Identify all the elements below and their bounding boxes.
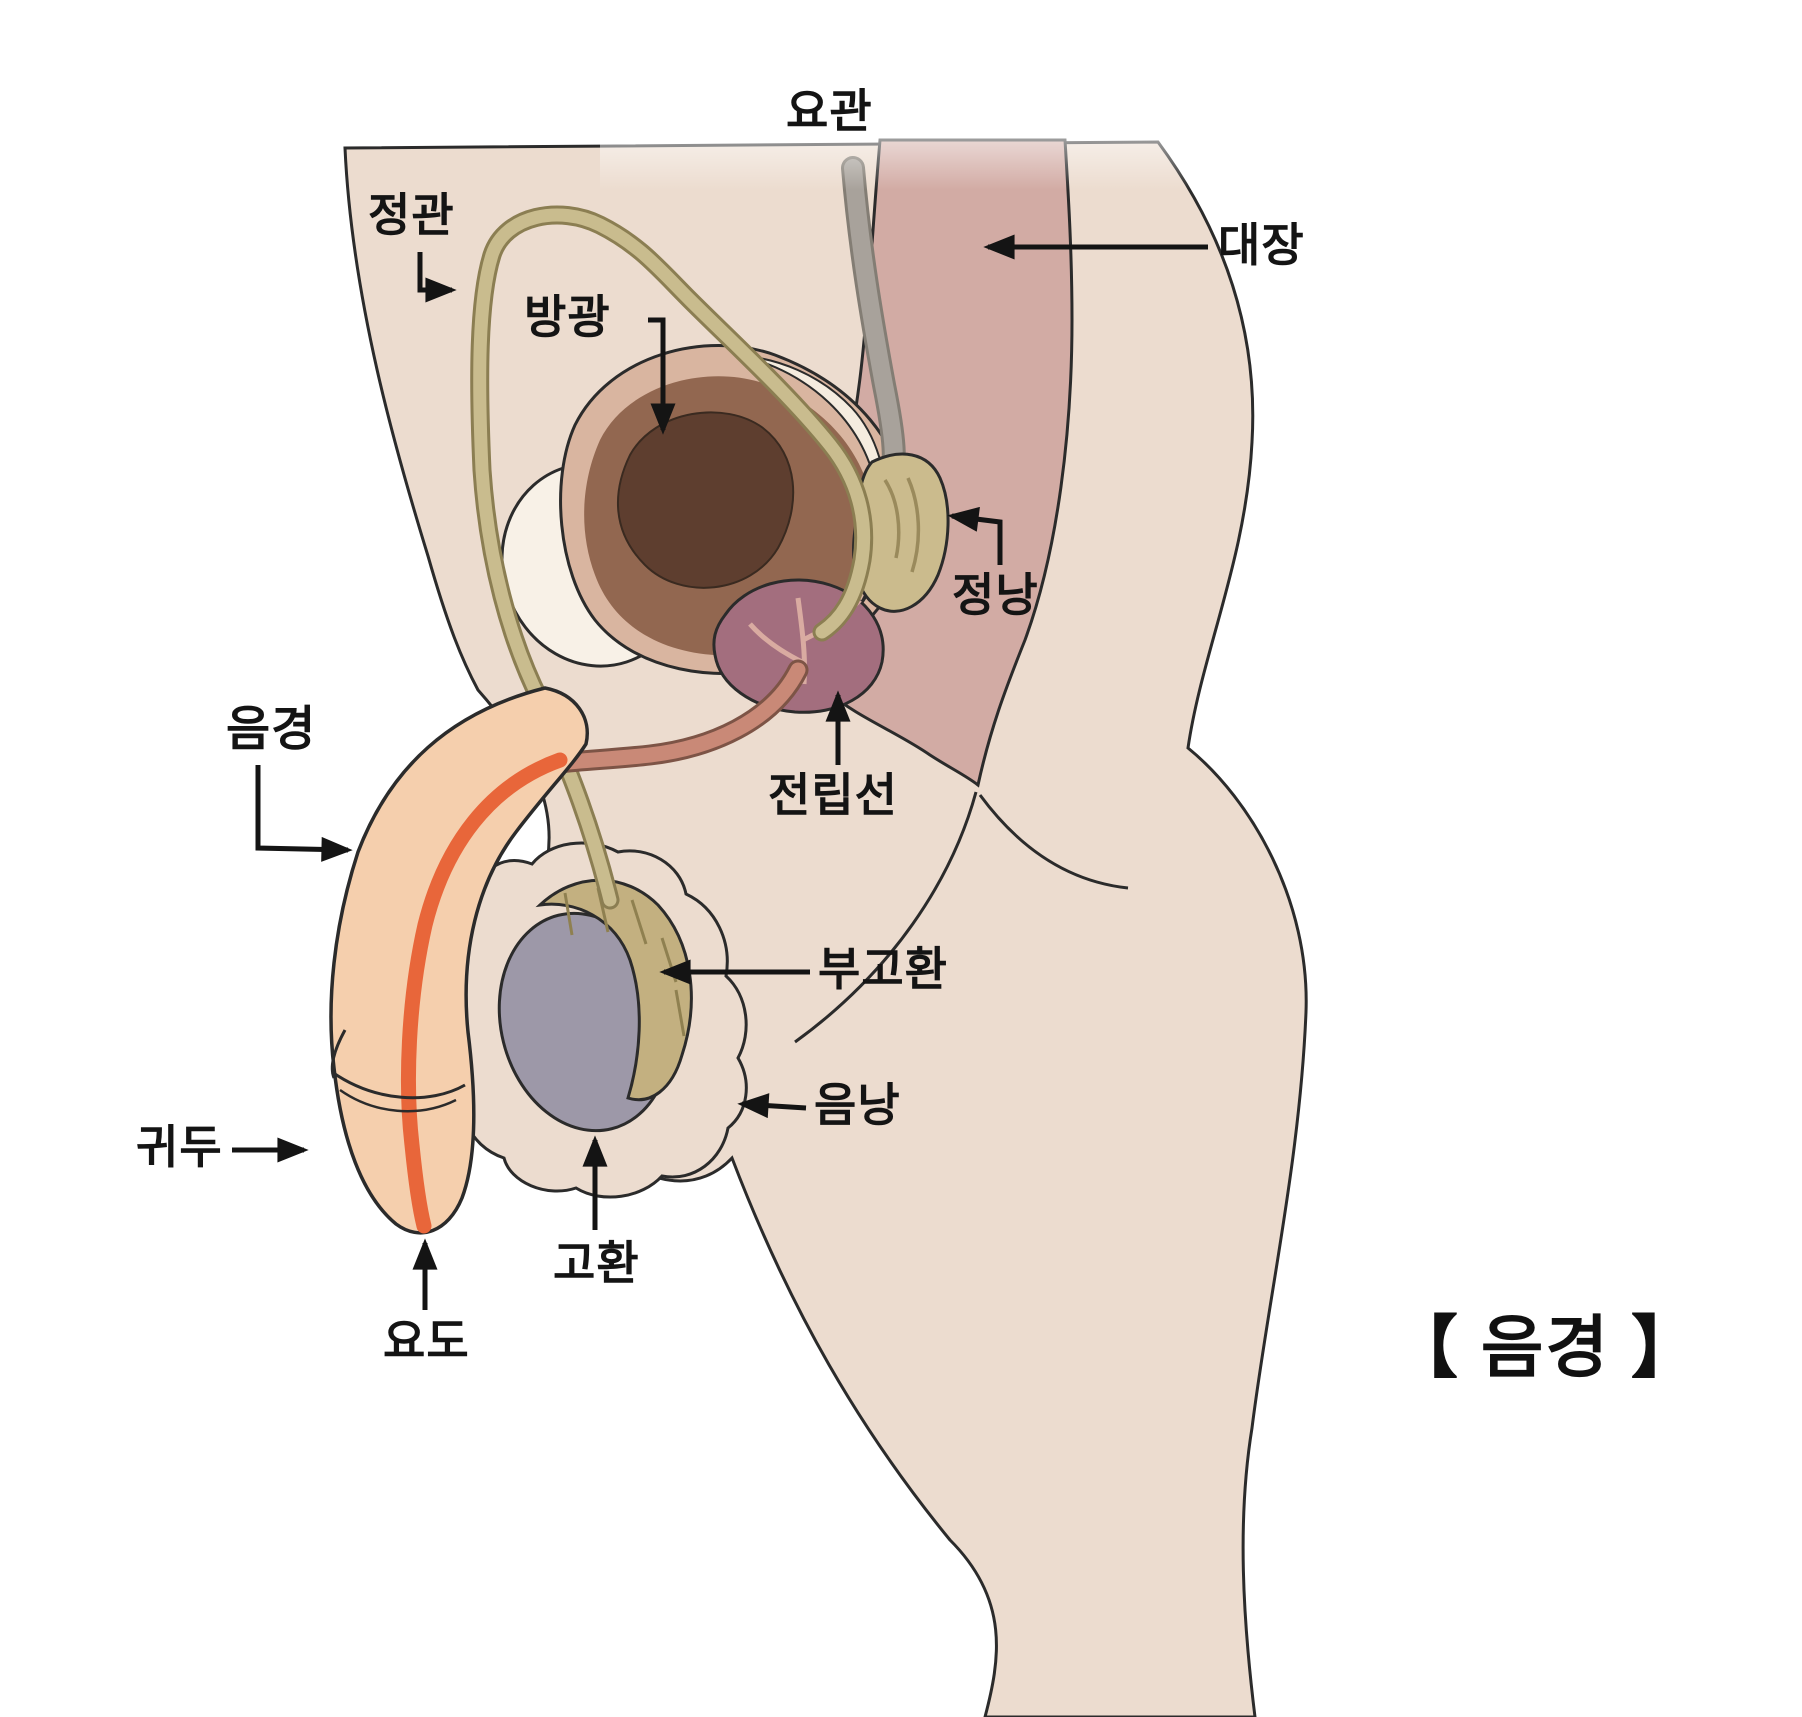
perineum-crease	[794, 791, 978, 1044]
ureter-label: 요관	[786, 85, 873, 137]
penis-arrow	[255, 765, 353, 862]
top-fade-gradient	[600, 95, 1802, 190]
scrotum-label: 음낭	[814, 1079, 901, 1131]
bladder-arrow	[648, 317, 676, 435]
foreskin-fold-line	[330, 1029, 347, 1079]
vas-deferens-label: 정관	[368, 189, 455, 241]
epididymis-label: 부고환	[818, 943, 948, 995]
testis-label: 고환	[553, 1237, 640, 1289]
penile-urethra-tube	[400, 752, 568, 1234]
vas-deferens-arrow	[417, 252, 457, 303]
glans-label: 귀두	[136, 1121, 223, 1173]
gluteal-fold	[978, 794, 1129, 890]
leader-arrows	[232, 234, 1208, 1310]
glans-edge-line	[339, 1088, 457, 1113]
prostate-label: 전립선	[768, 769, 898, 821]
corona-line	[331, 1070, 466, 1100]
figure-caption: 【 음경 】	[1390, 1310, 1701, 1386]
seminal-vesicle-arrow	[947, 506, 1003, 565]
vas-deferens-tube	[470, 205, 874, 910]
penis-label: 음경	[226, 703, 317, 756]
urethra-label: 요도	[383, 1315, 470, 1367]
penis-shape	[329, 686, 589, 1235]
bladder-label: 방광	[524, 291, 611, 343]
bulbar-urethra-tube	[549, 659, 809, 774]
large-intestine-label: 대장	[1218, 219, 1305, 271]
scrotum-arrow	[737, 1093, 807, 1119]
seminal-vesicle-label: 정낭	[952, 569, 1039, 621]
